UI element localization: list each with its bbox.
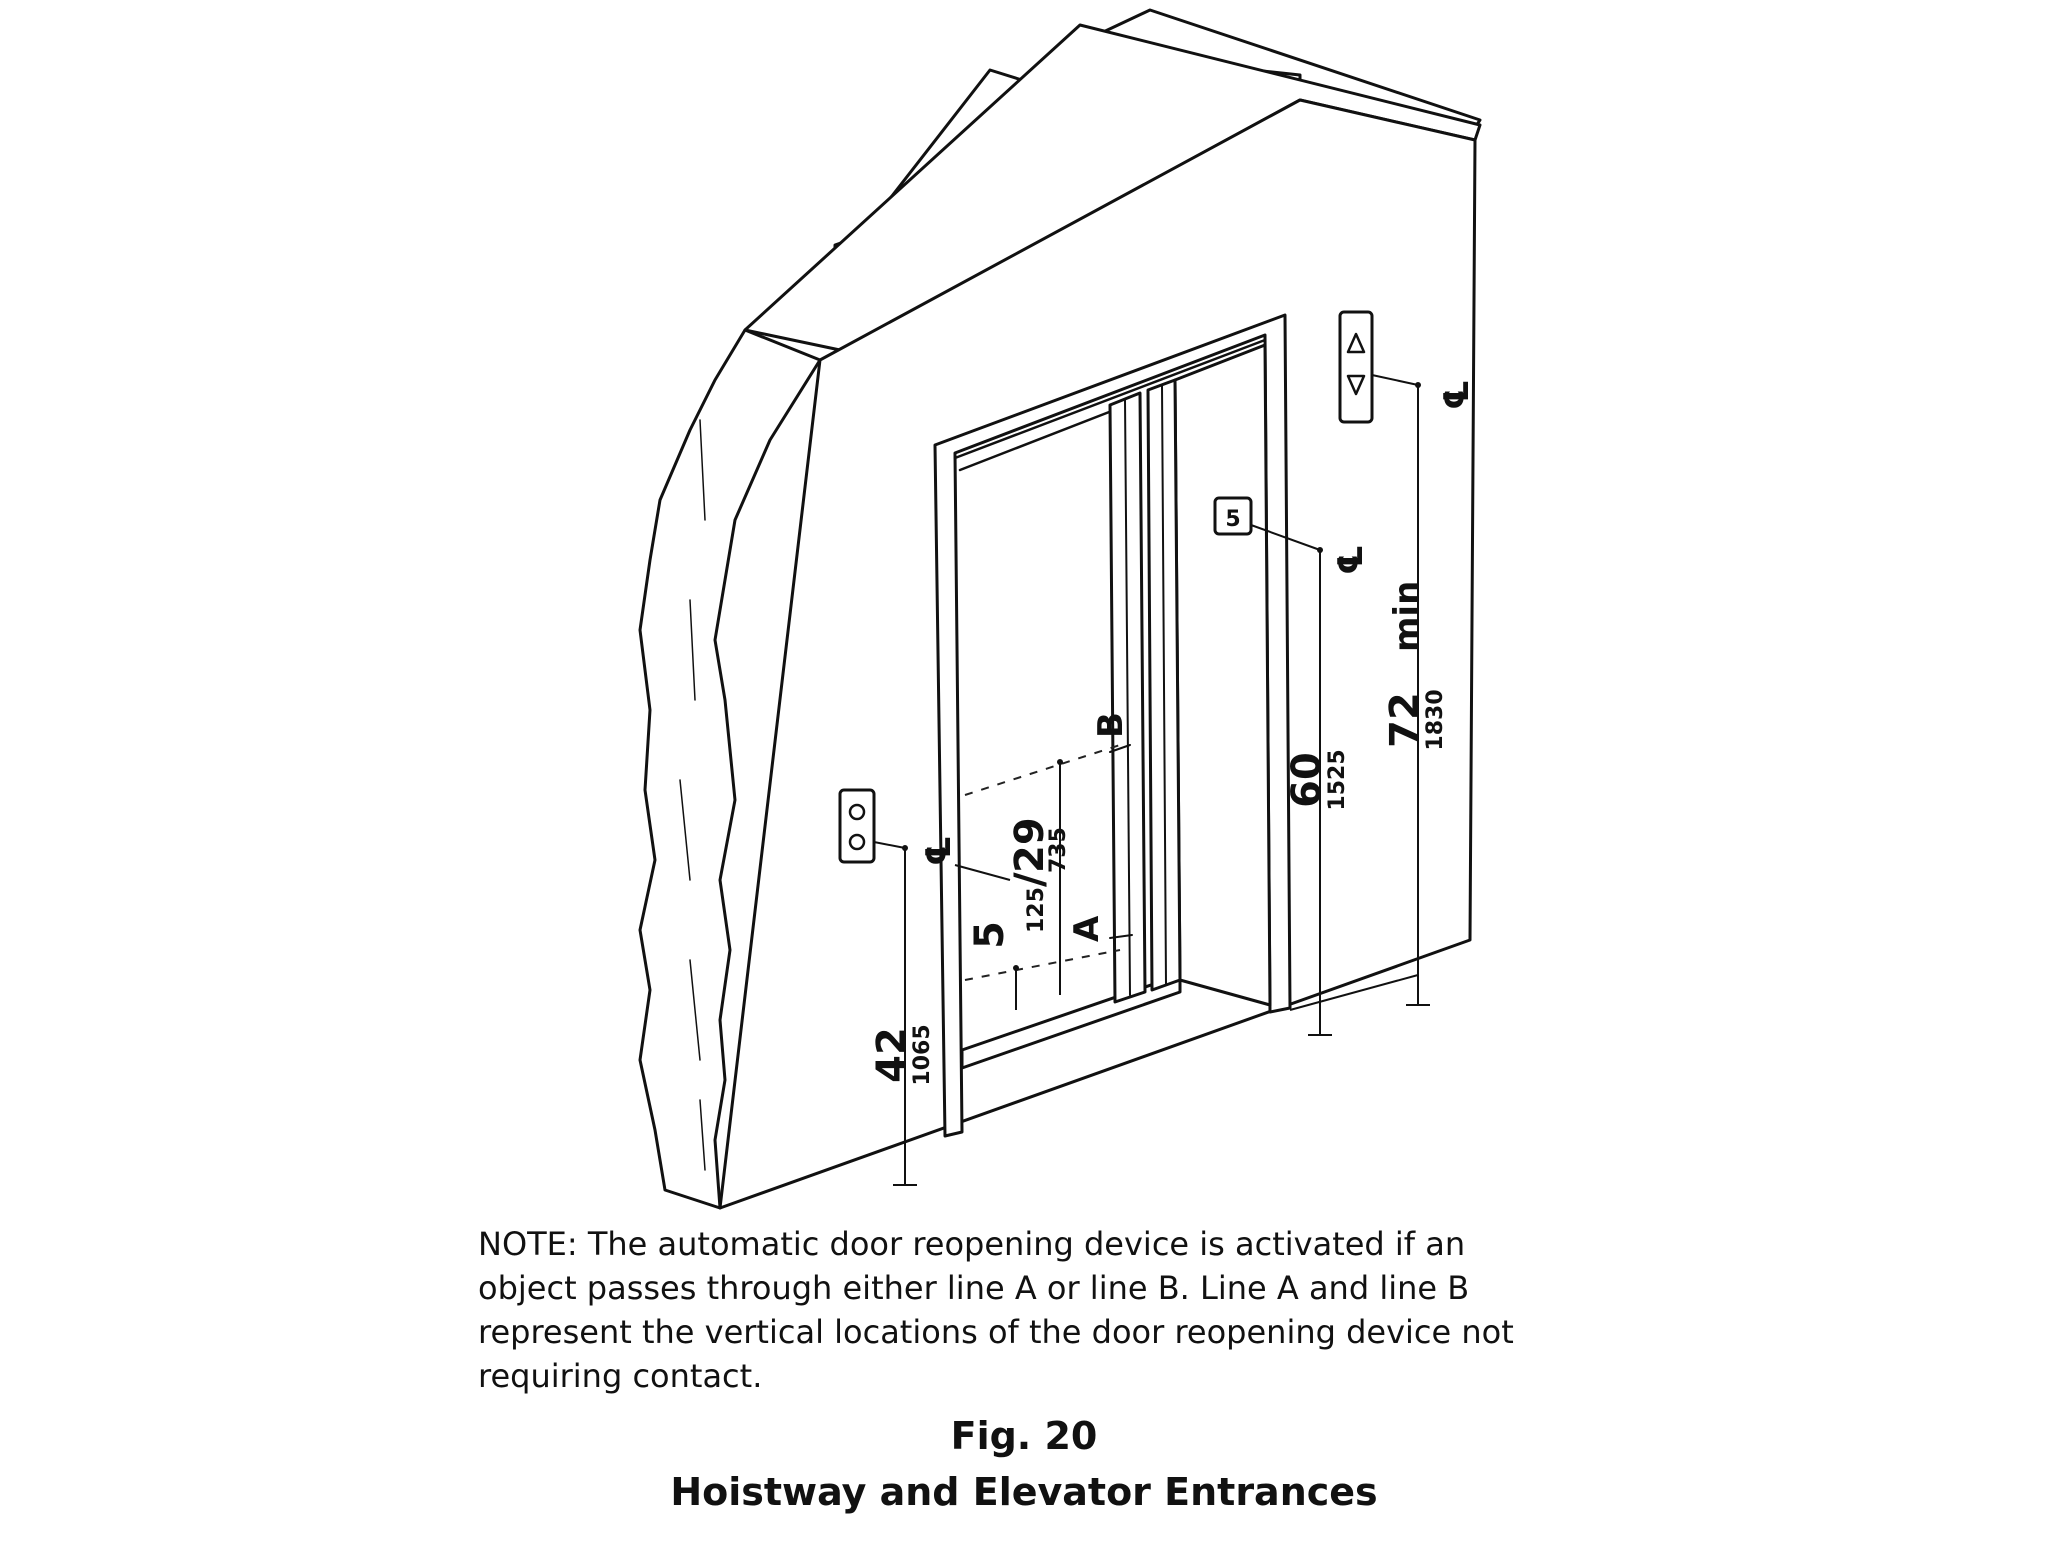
centerline-symbols: ℄ ℄ ℄ xyxy=(919,380,1477,866)
line-b-label: B xyxy=(1091,712,1131,738)
dim-42-inches: 42 xyxy=(869,1027,915,1083)
svg-text:A: A xyxy=(1067,915,1107,942)
svg-text:℄: ℄ xyxy=(919,836,959,866)
dimension-5-label: 5 xyxy=(967,921,1013,949)
dimension-125-29-label: 125 / 29 735 xyxy=(1007,817,1071,933)
dim-735-mm: 735 xyxy=(1046,827,1071,873)
dim-separator: / xyxy=(1007,872,1053,887)
hall-lantern-icon xyxy=(1338,310,1374,424)
figure-number: Fig. 20 xyxy=(950,1414,1098,1458)
hall-call-button-icon xyxy=(838,788,876,864)
svg-text:℄: ℄ xyxy=(1437,380,1477,410)
dim-5-inches: 5 xyxy=(967,921,1013,949)
figure-title: Hoistway and Elevator Entrances xyxy=(670,1470,1378,1514)
dim-29-inches: 29 xyxy=(1007,817,1053,873)
dim-125-mm: 125 xyxy=(1024,887,1049,933)
dimension-72 xyxy=(1289,374,1430,1011)
reopening-lines xyxy=(964,744,1133,981)
dimension-42-label: 42 1065 xyxy=(869,1024,935,1085)
svg-text:℄: ℄ xyxy=(1331,545,1371,575)
dimension-5-29 xyxy=(954,759,1063,1010)
dimension-60 xyxy=(1250,524,1332,1036)
figure-note: NOTE: The automatic door reopening devic… xyxy=(478,1225,1514,1395)
dim-72-min: min xyxy=(1387,581,1427,652)
line-a-label: A xyxy=(1067,915,1107,942)
dim-60-mm: 1525 xyxy=(1325,749,1350,810)
dim-42-mm: 1065 xyxy=(910,1024,935,1085)
car-position-indicator-icon: 5 xyxy=(1213,496,1253,536)
dimension-72-label: 72 1830 min xyxy=(1382,581,1448,751)
dim-72-mm: 1830 xyxy=(1423,689,1448,750)
dimension-42 xyxy=(873,841,917,1186)
dim-72-inches: 72 xyxy=(1382,692,1428,748)
dim-60-inches: 60 xyxy=(1284,752,1330,808)
svg-text:B: B xyxy=(1091,712,1131,738)
elevator-doors xyxy=(1108,378,1182,1004)
dimension-60-label: 60 1525 xyxy=(1284,749,1350,810)
svg-text:5: 5 xyxy=(1225,507,1240,532)
